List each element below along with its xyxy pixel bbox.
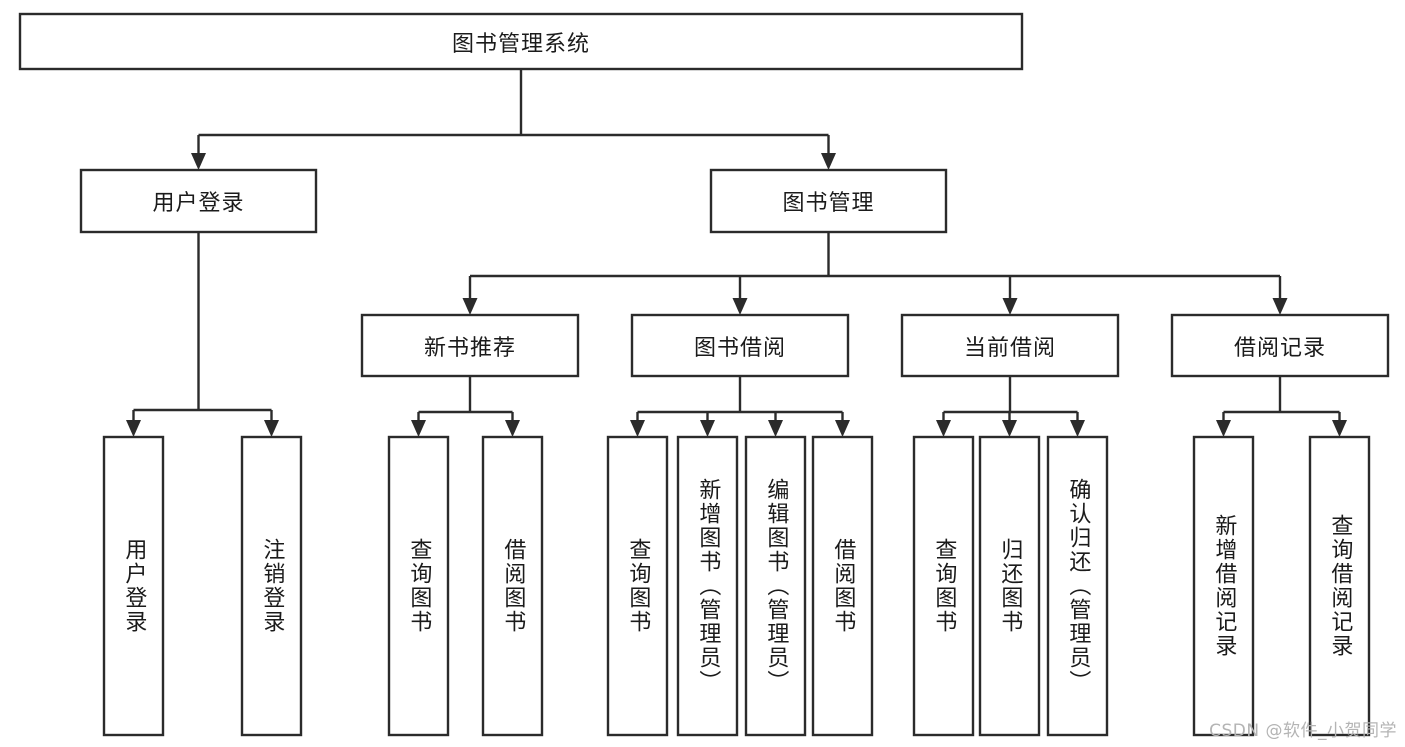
arrow-to-leaf-0-0 xyxy=(411,420,426,437)
arrow-to-leaf-3-0 xyxy=(1216,420,1231,437)
node-leaf-box-7[interactable] xyxy=(811,435,874,737)
node-leaf-box-0[interactable] xyxy=(102,435,165,737)
arrow-to-userlogin-leaf-0 xyxy=(126,420,141,437)
arrow-to-leaf-3-1 xyxy=(1332,420,1347,437)
arrow-to-leaf-0-1 xyxy=(505,420,520,437)
node-leaf-box-12[interactable] xyxy=(1308,435,1371,737)
node-leaf-box-8[interactable] xyxy=(912,435,975,737)
node-level3-box-3[interactable] xyxy=(1170,313,1390,378)
node-level2-box-1[interactable] xyxy=(709,168,948,234)
node-level3-box-0[interactable] xyxy=(360,313,580,378)
arrow-to-leaf-1-0 xyxy=(630,420,645,437)
arrow-to-leaf-2-1 xyxy=(1002,420,1017,437)
arrow-to-leaf-2-0 xyxy=(936,420,951,437)
arrow-to-userlogin-leaf-1 xyxy=(264,420,279,437)
node-level3-box-2[interactable] xyxy=(900,313,1120,378)
connectors-layer xyxy=(126,69,1347,437)
arrow-to-leaf-1-1 xyxy=(700,420,715,437)
node-level3-box-1[interactable] xyxy=(630,313,850,378)
node-leaf-box-4[interactable] xyxy=(606,435,669,737)
arrow-to-level3-0 xyxy=(462,298,478,315)
node-leaf-box-3[interactable] xyxy=(481,435,544,737)
arrow-to-leaf-2-2 xyxy=(1070,420,1085,437)
arrow-to-level3-1 xyxy=(732,298,748,315)
node-leaf-box-5[interactable] xyxy=(676,435,739,737)
arrow-to-level2-1 xyxy=(821,153,836,170)
arrow-to-level3-2 xyxy=(1002,298,1018,315)
node-root-box[interactable] xyxy=(18,12,1024,71)
node-leaf-box-11[interactable] xyxy=(1192,435,1255,737)
arrow-to-leaf-1-2 xyxy=(768,420,783,437)
node-leaf-box-2[interactable] xyxy=(387,435,450,737)
node-level2-box-0[interactable] xyxy=(79,168,318,234)
arrow-to-level3-3 xyxy=(1272,298,1288,315)
arrow-to-level2-0 xyxy=(191,153,206,170)
node-leaf-box-6[interactable] xyxy=(744,435,807,737)
arrow-to-leaf-1-3 xyxy=(835,420,850,437)
node-leaf-box-9[interactable] xyxy=(978,435,1041,737)
node-leaf-box-10[interactable] xyxy=(1046,435,1109,737)
boxes-layer xyxy=(18,12,1390,737)
node-leaf-box-1[interactable] xyxy=(240,435,303,737)
